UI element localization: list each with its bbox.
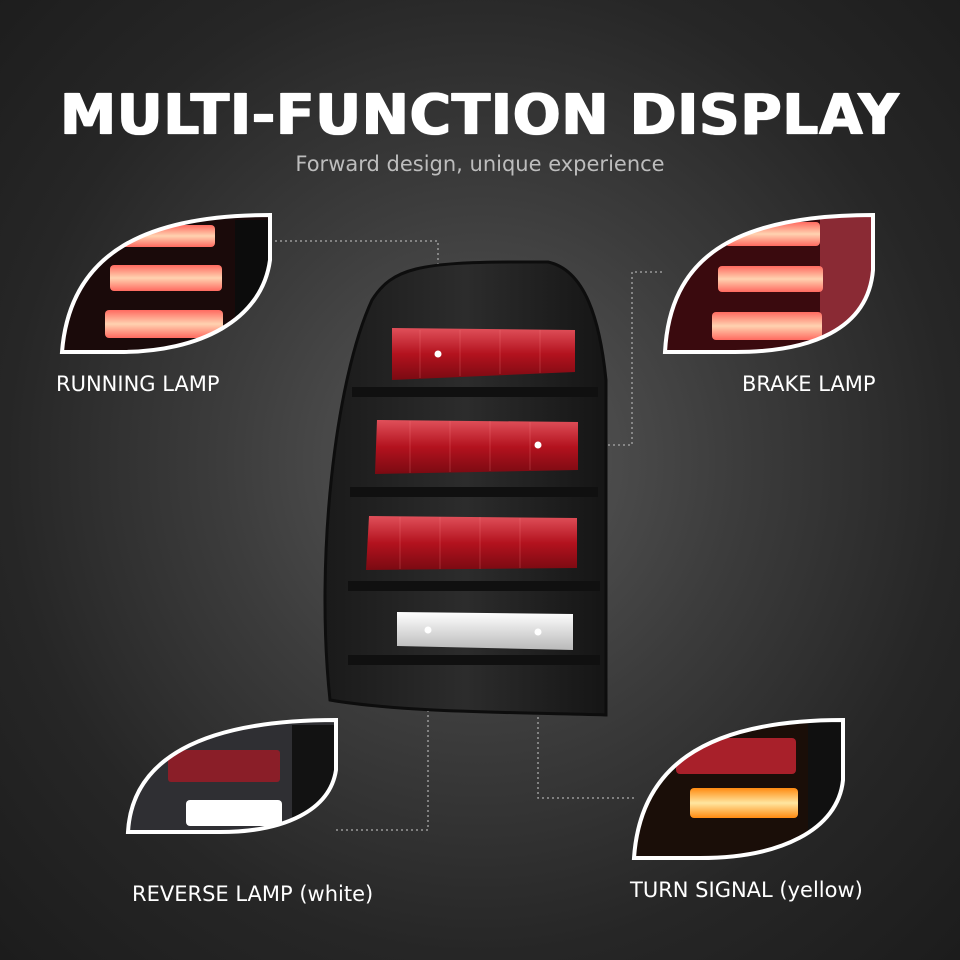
lower-red-lens <box>366 516 577 570</box>
turn-signal-label: TURN SIGNAL (yellow) <box>630 878 863 902</box>
page-title: MULTI-FUNCTION DISPLAY <box>60 83 900 148</box>
reverse-lamp-label: REVERSE LAMP (white) <box>132 882 374 906</box>
tail-lamp <box>323 260 608 717</box>
reverse-lens <box>397 612 573 650</box>
page-subtitle: Forward design, unique experience <box>295 152 665 176</box>
turn-signal-inset <box>631 717 845 860</box>
brake-lamp-label: BRAKE LAMP <box>742 372 876 396</box>
running-lamp-inset <box>59 212 272 354</box>
brake-lamp-inset <box>662 212 875 354</box>
reverse-lamp-inset <box>125 717 338 834</box>
upper-red-lens <box>392 328 575 380</box>
running-lamp-label: RUNNING LAMP <box>56 372 220 396</box>
middle-red-lens <box>375 420 578 474</box>
